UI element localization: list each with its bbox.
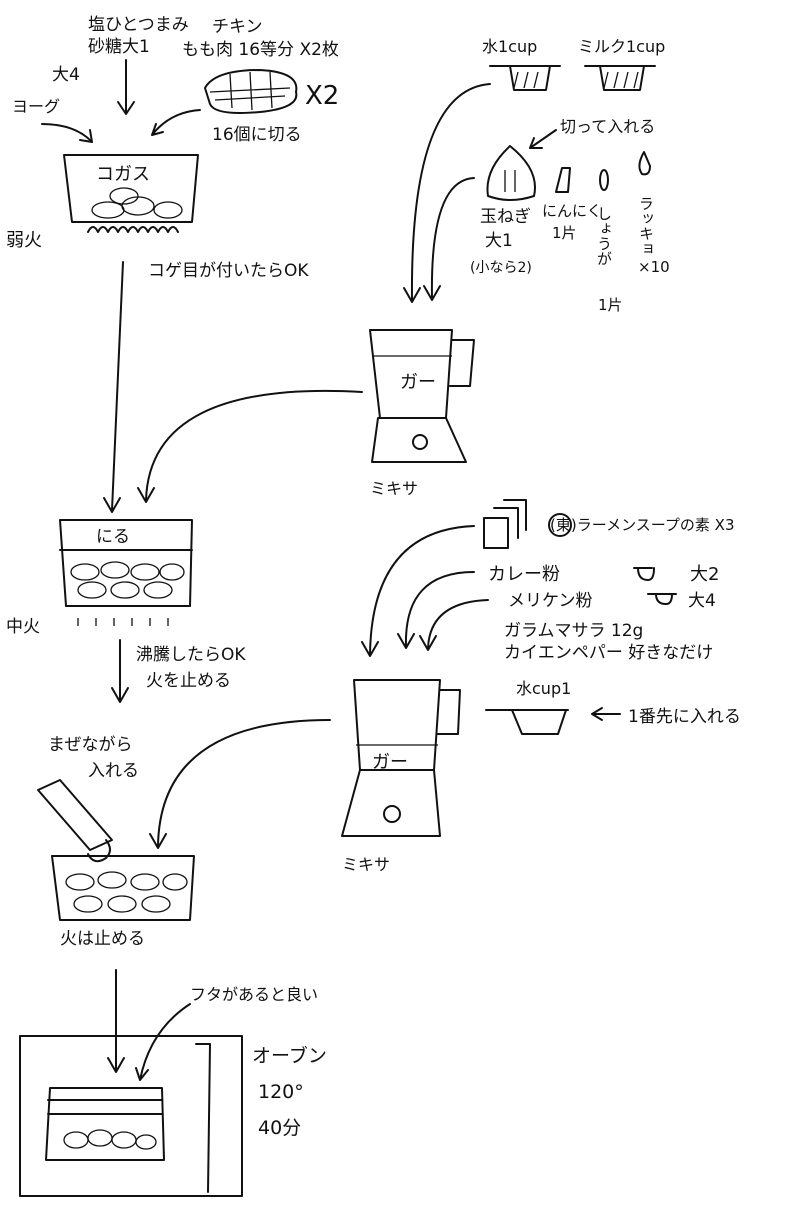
first-note: 1番先に入れる bbox=[628, 707, 741, 727]
arrow-icon bbox=[135, 1003, 191, 1081]
measuring-cup-icon bbox=[489, 65, 656, 91]
pot-icon bbox=[51, 855, 195, 921]
mixer1-label: ガー bbox=[400, 372, 436, 393]
flow-arrow bbox=[403, 83, 491, 303]
water-label: 水1cup bbox=[482, 37, 537, 56]
cut-note: 切って入れる bbox=[560, 117, 655, 136]
pan1-heat: 弱火 bbox=[6, 230, 42, 251]
water-cup-label: 水cup1 bbox=[516, 679, 571, 698]
arrow-down-icon bbox=[117, 59, 135, 115]
pan1-note: コゲ目が付いたらOK bbox=[148, 261, 309, 281]
flow-arrow bbox=[103, 261, 124, 513]
lid-note: フタがあると良い bbox=[190, 985, 318, 1004]
spoon-icon bbox=[647, 593, 677, 605]
pot-label: にる bbox=[96, 527, 130, 547]
milk-label: ミルク1cup bbox=[578, 37, 665, 56]
onion-label: 玉ねぎ bbox=[480, 207, 531, 227]
garam-label: ガラムマサラ 12g bbox=[504, 621, 643, 641]
flow-arrow bbox=[397, 571, 475, 649]
flow-arrow bbox=[107, 969, 125, 1073]
soup-label: (東)ラーメンスープの素 X3 bbox=[550, 516, 735, 534]
rakkyo-label: ラッキョ bbox=[637, 196, 655, 256]
times-two-label: X2 bbox=[305, 81, 339, 111]
stir-note-2: 入れる bbox=[88, 761, 139, 781]
mixer1-caption: ミキサ bbox=[370, 479, 418, 498]
cut-16-label: 16個に切る bbox=[212, 125, 302, 145]
oven-label: オーブン bbox=[252, 1044, 327, 1067]
arrow-left-icon bbox=[591, 707, 621, 721]
ginger-icon bbox=[599, 169, 609, 191]
pot-note-boil: 沸騰したらOK bbox=[136, 645, 246, 665]
stir-note: まぜながら bbox=[48, 735, 133, 755]
flour-label: メリケン粉 bbox=[508, 591, 593, 611]
pan1-label: コガス bbox=[96, 164, 150, 185]
oven-temp: 120° bbox=[258, 1081, 304, 1103]
garlic-icon bbox=[555, 167, 571, 193]
mixer2-caption: ミキサ bbox=[342, 855, 390, 874]
oven-icon bbox=[19, 1035, 243, 1197]
onion-note: (小なら2) bbox=[470, 260, 532, 276]
oven-time: 40分 bbox=[258, 1117, 301, 1139]
measuring-cup-icon bbox=[485, 709, 569, 735]
garlic-amount: 1片 bbox=[552, 224, 577, 242]
spatula-icon bbox=[37, 779, 113, 863]
onion-amount: 大1 bbox=[485, 231, 513, 251]
flow-arrow bbox=[137, 389, 363, 503]
yogurt-amount: 大4 bbox=[52, 65, 80, 85]
brand-mark-icon bbox=[548, 513, 572, 537]
chicken-detail: もも肉 16等分 X2枚 bbox=[182, 40, 339, 60]
garlic-label: にんにく bbox=[542, 202, 602, 220]
pot-icon bbox=[59, 519, 193, 626]
pot-heat: 中火 bbox=[6, 617, 40, 637]
sugar-label: 砂糖大1 bbox=[88, 37, 150, 57]
arrow-icon bbox=[151, 109, 201, 136]
pot-note-stop: 火を止める bbox=[146, 671, 231, 691]
ginger-amount: 1片 bbox=[598, 296, 623, 314]
chicken-label: チキン bbox=[212, 17, 263, 37]
flour-amount: 大4 bbox=[688, 591, 716, 611]
flow-arrow bbox=[419, 599, 489, 651]
rakkyo-amount: ×10 bbox=[638, 258, 670, 276]
flow-arrow bbox=[361, 525, 475, 657]
blender-icon bbox=[341, 679, 461, 837]
cayenne-label: カイエンペパー 好きなだけ bbox=[504, 643, 713, 663]
rakkyo-icon bbox=[638, 151, 651, 176]
frying-pan-icon bbox=[63, 154, 199, 233]
flow-arrow bbox=[111, 639, 129, 703]
salt-label: 塩ひとつまみ bbox=[88, 15, 189, 35]
spoon-icon bbox=[633, 567, 655, 581]
onion-icon bbox=[486, 145, 536, 201]
stir-heat: 火は止める bbox=[60, 929, 145, 949]
curry-label: カレー粉 bbox=[488, 564, 560, 585]
arrow-icon bbox=[41, 123, 93, 143]
arrow-icon bbox=[529, 129, 557, 149]
curry-amount: 大2 bbox=[690, 564, 719, 585]
yogurt-label: ヨーグ bbox=[12, 97, 60, 116]
ginger-label: しょうが bbox=[595, 206, 613, 266]
mixer2-label: ガー bbox=[372, 752, 408, 773]
flow-arrow bbox=[149, 719, 331, 849]
soup-packets-icon bbox=[483, 499, 527, 549]
blender-icon bbox=[369, 329, 475, 463]
flow-arrow bbox=[423, 177, 475, 301]
chicken-meat-icon bbox=[204, 69, 298, 114]
